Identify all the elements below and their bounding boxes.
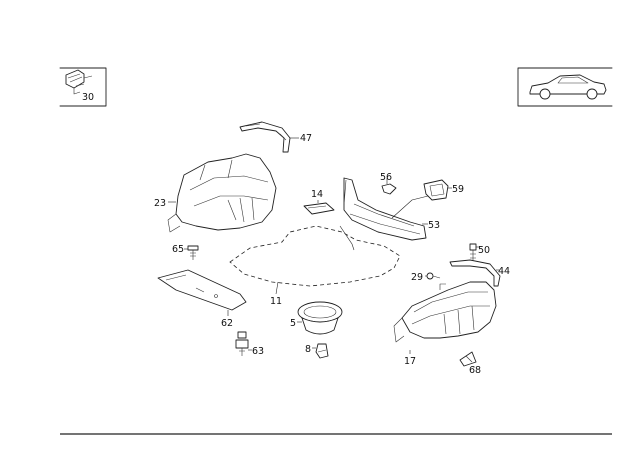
callout-11: 11 bbox=[270, 296, 282, 307]
callout-5: 5 bbox=[290, 318, 296, 329]
inset-left: 30 bbox=[59, 67, 107, 107]
part-53-rear-panel-trim: 53 bbox=[339, 177, 440, 251]
callout-62: 62 bbox=[221, 318, 233, 329]
callout-47: 47 bbox=[300, 133, 312, 144]
callout-29: 29 bbox=[411, 272, 423, 283]
part-5-round-tray: 5 bbox=[290, 301, 343, 335]
callout-68: 68 bbox=[469, 365, 481, 376]
inset-left-frame bbox=[59, 67, 107, 107]
part-44-trim-strip: 44 bbox=[449, 259, 510, 287]
vehicle-icon bbox=[529, 74, 607, 100]
part-50-screw: 50 bbox=[469, 243, 490, 264]
callout-30: 30 bbox=[82, 92, 94, 103]
part-65-screw: 65 bbox=[172, 244, 199, 260]
callout-65: 65 bbox=[172, 244, 184, 255]
callout-44: 44 bbox=[498, 266, 510, 277]
part-68-wedge: 68 bbox=[459, 351, 481, 376]
part-59-handle-bracket: 59 bbox=[423, 179, 464, 201]
part-29-fastener: 29 bbox=[411, 272, 441, 283]
part-11-floor-mat: 11 bbox=[229, 225, 401, 307]
callout-23: 23 bbox=[154, 198, 166, 209]
callout-50: 50 bbox=[478, 245, 490, 256]
part-62-cover-board: 62 bbox=[157, 269, 247, 329]
part-14-cover: 14 bbox=[303, 189, 335, 215]
part-23-left-trim-panel: 23 bbox=[154, 153, 277, 233]
inset-right-frame bbox=[517, 67, 613, 107]
callout-56: 56 bbox=[380, 172, 392, 183]
inset-right bbox=[517, 67, 613, 107]
part-17-right-trim-panel: 17 bbox=[393, 281, 497, 367]
callout-14: 14 bbox=[311, 189, 323, 200]
part-47-bracket: 47 bbox=[239, 121, 312, 153]
clip-30-drawing bbox=[65, 69, 93, 95]
callout-59: 59 bbox=[452, 184, 464, 195]
part-8-clip: 8 bbox=[305, 343, 329, 359]
callout-63: 63 bbox=[252, 346, 264, 357]
part-56-clip: 56 bbox=[380, 172, 397, 195]
callout-8: 8 bbox=[305, 344, 311, 355]
callout-53: 53 bbox=[428, 220, 440, 231]
part-63-bolt: 63 bbox=[235, 331, 264, 357]
callout-17: 17 bbox=[404, 356, 416, 367]
